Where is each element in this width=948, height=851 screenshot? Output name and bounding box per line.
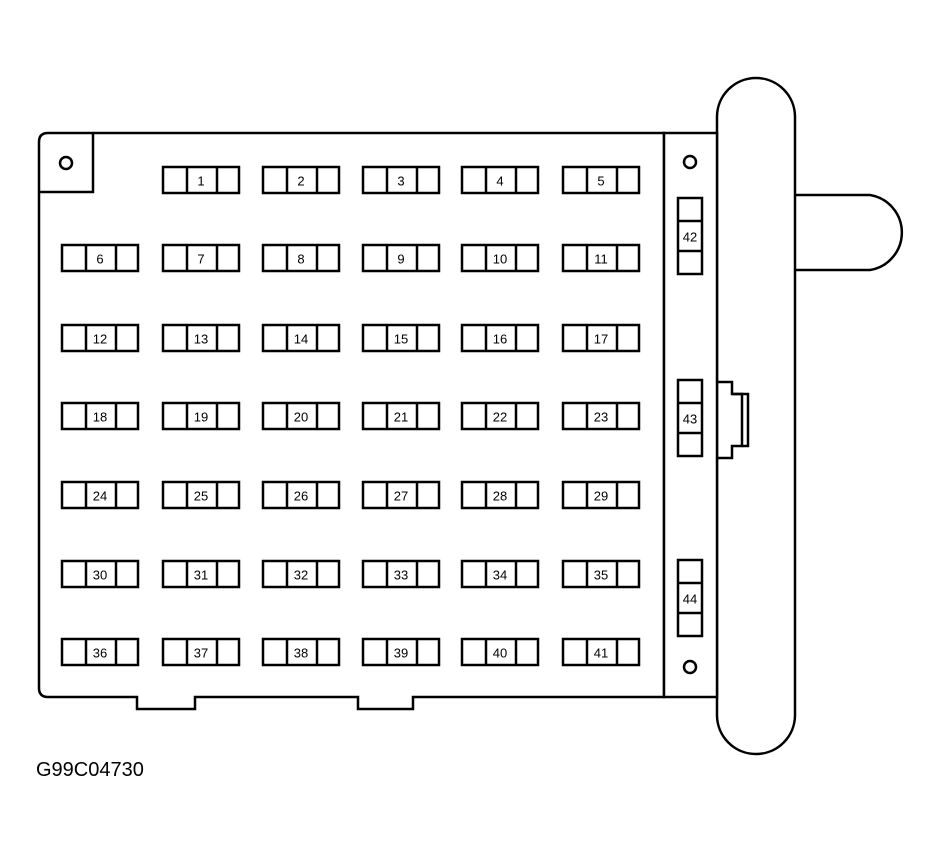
fuse-26: 26 (261, 480, 341, 510)
fuse-38: 38 (261, 637, 341, 667)
fuse-30: 30 (60, 559, 140, 589)
mounting-hole-top-right (682, 154, 698, 170)
fuse-label: 3 (397, 174, 404, 189)
fuse-12: 12 (60, 323, 140, 353)
fuse-label: 9 (397, 252, 404, 267)
fuse-42: 42 (676, 196, 704, 276)
fuse-34: 34 (460, 559, 540, 589)
fuse-7: 7 (161, 243, 241, 273)
fuse-1: 1 (161, 165, 241, 195)
fuse-label: 25 (194, 489, 208, 504)
fuse-10: 10 (460, 243, 540, 273)
fuse-label: 33 (394, 568, 408, 583)
fuse-14: 14 (261, 323, 341, 353)
fuse-28: 28 (460, 480, 540, 510)
fuse-label: 11 (594, 252, 608, 267)
fuse-21: 21 (361, 401, 441, 431)
fuse-9: 9 (361, 243, 441, 273)
fuse-label: 44 (683, 592, 697, 607)
fuse-label: 38 (294, 646, 308, 661)
fuse-13: 13 (161, 323, 241, 353)
fuse-29: 29 (561, 480, 641, 510)
fuse-label: 22 (493, 410, 507, 425)
fuse-20: 20 (261, 401, 341, 431)
fuse-label: 17 (594, 332, 608, 347)
fuse-40: 40 (460, 637, 540, 667)
fuse-label: 10 (493, 252, 507, 267)
fuse-label: 24 (93, 489, 107, 504)
fuse-2: 2 (261, 165, 341, 195)
fuse-37: 37 (161, 637, 241, 667)
fuse-44: 44 (676, 558, 704, 638)
fuse-25: 25 (161, 480, 241, 510)
fuse-label: 18 (93, 410, 107, 425)
fuse-label: 7 (197, 252, 204, 267)
fuse-label: 20 (294, 410, 308, 425)
fuse-label: 23 (594, 410, 608, 425)
fuse-label: 37 (194, 646, 208, 661)
fuse-33: 33 (361, 559, 441, 589)
fuse-label: 4 (496, 174, 503, 189)
fuse-label: 29 (594, 489, 608, 504)
fuse-label: 15 (394, 332, 408, 347)
fuse-label: 42 (683, 230, 697, 245)
fuse-label: 35 (594, 568, 608, 583)
fuse-label: 41 (594, 646, 608, 661)
fuse-label: 12 (93, 332, 107, 347)
fuse-label: 26 (294, 489, 308, 504)
fuse-label: 27 (394, 489, 408, 504)
relay-bracket-tab (732, 392, 750, 448)
fuse-23: 23 (561, 401, 641, 431)
relay-bracket (717, 380, 744, 460)
fuse-6: 6 (60, 243, 140, 273)
fuse-31: 31 (161, 559, 241, 589)
mounting-hole-top-left (58, 155, 74, 171)
fuse-label: 19 (194, 410, 208, 425)
fuse-22: 22 (460, 401, 540, 431)
fuse-18: 18 (60, 401, 140, 431)
fuse-label: 28 (493, 489, 507, 504)
corner-notch (39, 133, 95, 194)
fuse-5: 5 (561, 165, 641, 195)
fuse-16: 16 (460, 323, 540, 353)
fuse-4: 4 (460, 165, 540, 195)
fuse-label: 6 (96, 252, 103, 267)
fuse-41: 41 (561, 637, 641, 667)
fuse-label: 14 (294, 332, 308, 347)
fuse-label: 1 (197, 174, 204, 189)
fuse-27: 27 (361, 480, 441, 510)
fuse-label: 43 (683, 412, 697, 427)
fuse-label: 32 (294, 568, 308, 583)
fuse-label: 39 (394, 646, 408, 661)
figure-code: G99C04730 (36, 759, 144, 781)
fuse-label: 5 (597, 174, 604, 189)
fuse-label: 34 (493, 568, 507, 583)
fuse-label: 36 (93, 646, 107, 661)
fuse-43: 43 (676, 378, 704, 458)
side-connector-post (795, 193, 904, 272)
fuse-label: 16 (493, 332, 507, 347)
fuse-35: 35 (561, 559, 641, 589)
fuse-17: 17 (561, 323, 641, 353)
fuse-19: 19 (161, 401, 241, 431)
fuse-label: 13 (194, 332, 208, 347)
side-rail (715, 76, 797, 756)
fuse-label: 31 (194, 568, 208, 583)
fuse-11: 11 (561, 243, 641, 273)
mounting-hole-bottom-right (682, 659, 698, 675)
fuse-label: 8 (297, 252, 304, 267)
fuse-39: 39 (361, 637, 441, 667)
fuse-label: 21 (394, 410, 408, 425)
fuse-label: 2 (297, 174, 304, 189)
fuse-8: 8 (261, 243, 341, 273)
fuse-3: 3 (361, 165, 441, 195)
fuse-32: 32 (261, 559, 341, 589)
fuse-label: 40 (493, 646, 507, 661)
fuse-24: 24 (60, 480, 140, 510)
fuse-label: 30 (93, 568, 107, 583)
fuse-15: 15 (361, 323, 441, 353)
fuse-36: 36 (60, 637, 140, 667)
